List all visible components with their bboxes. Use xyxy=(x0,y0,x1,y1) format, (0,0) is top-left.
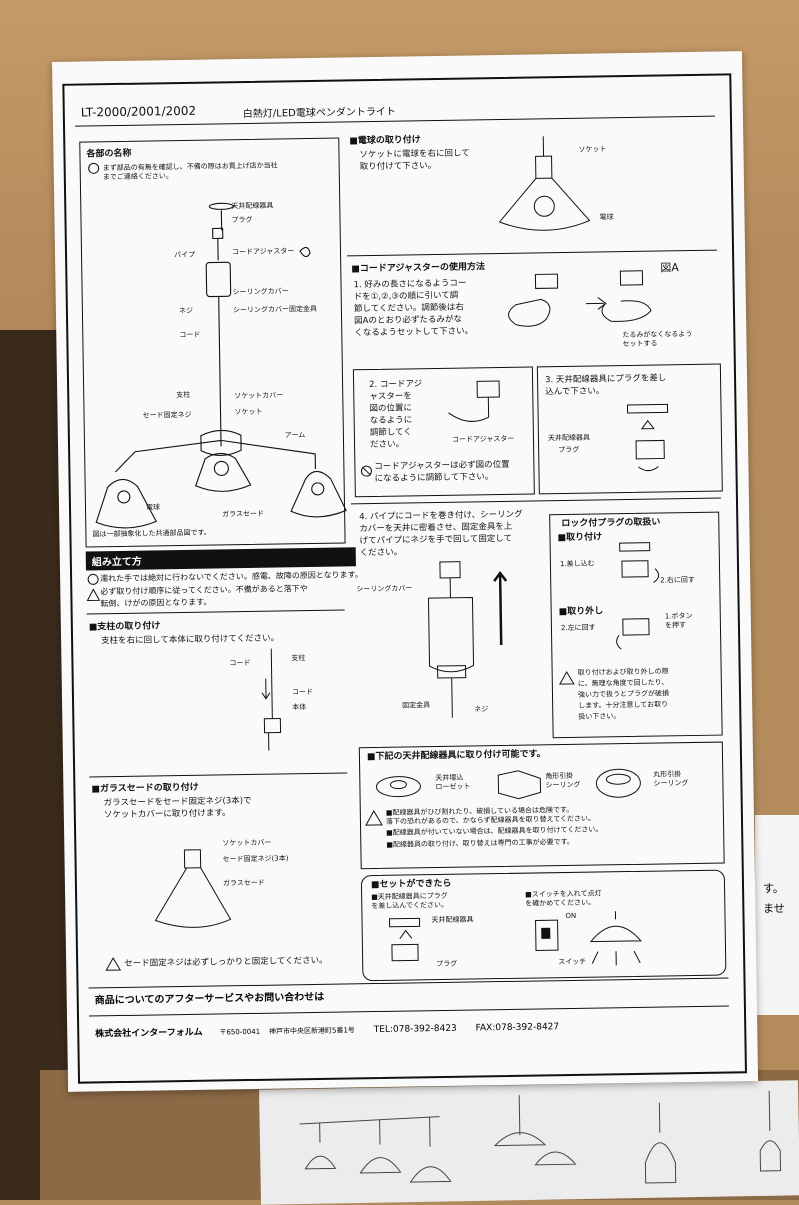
label-code-adjuster: コードアジャスター xyxy=(231,247,295,257)
lock-warning: 取り付けおよび取り外しの際 に、無理な角度で回したり、 強い力で扱うとプラグが破… xyxy=(577,667,670,721)
label-socket: ソケット xyxy=(234,407,263,417)
post-label-body: 本体 xyxy=(292,703,307,712)
parts-section: 各部の名称 まず部品の有無を確認し、不備の際はお買上げ店か当社 までご連絡くださ… xyxy=(79,137,347,548)
lock-attach-step1: 1.差し込む xyxy=(559,559,595,569)
step3-label-fixture: 天井配線器具 xyxy=(547,433,591,443)
adjuster-step2-warning: コードアジャスターは必ず図の位置 になるように調節して下さい。 xyxy=(374,459,510,484)
post-label-post: 支柱 xyxy=(291,654,306,663)
label-screw: ネジ xyxy=(178,306,193,316)
post-label-cord: コード xyxy=(229,658,251,668)
company-name: 株式会社インターフォルム xyxy=(95,1027,203,1040)
adjuster-slack: たるみがなくなるよう セットする xyxy=(622,329,693,349)
warning-icons xyxy=(86,573,101,602)
address: 神戸市中央区新港町5番1号 xyxy=(268,1026,355,1036)
step4-text: 4. パイプにコードを巻き付け、シーリング カバーを天井に密着させ、固定金具を上… xyxy=(359,509,523,559)
bulb-label-socket: ソケット xyxy=(578,145,607,154)
step4-label-screw: ネジ xyxy=(474,705,489,714)
label-pipe: パイプ xyxy=(173,250,196,260)
glass-label-shade: ガラスセード xyxy=(222,878,265,888)
step3-label-plug: プラグ xyxy=(558,445,580,455)
side-sheet-text-2: ませ xyxy=(763,902,785,915)
lamp-illustrations xyxy=(299,1090,782,1184)
adjuster-figure-a: 図A xyxy=(660,261,679,275)
lock-attach-step2: 2.右に回す xyxy=(660,575,695,585)
model-number: LT-2000/2001/2002 xyxy=(80,103,197,120)
label-ceiling-fixture: 天井配線器具 xyxy=(231,201,274,211)
label-shade-screw: セード固定ネジ xyxy=(142,410,192,420)
fixture-label-3: 丸形引掛 シーリング xyxy=(653,770,689,788)
plug-insert-diagram xyxy=(626,403,669,472)
assembly-warning-2: 必ず取り付け順序に従ってください。不備があると落下や 転倒、けがの原因となります… xyxy=(100,584,308,609)
warning-icon xyxy=(105,957,122,971)
label-ceiling-cover-fixing: シーリングカバー固定金具 xyxy=(232,304,317,315)
finish-label-on: ON xyxy=(565,911,577,921)
fixtures-warning-icon xyxy=(365,810,383,826)
adjuster-step2: 2. コードアジ ャスターを 図の位置に なるように 調節してく ださい。 xyxy=(369,379,423,451)
finish-label-switch: スイッチ xyxy=(558,957,587,967)
lock-detach-title: ■取り外し xyxy=(558,606,604,618)
finish-step2: ■スイッチを入れて点灯 を確かめてください。 xyxy=(525,889,602,908)
bulb-label-bulb: 電球 xyxy=(599,213,614,222)
lamp-catalog-sheet xyxy=(259,1080,799,1205)
lock-title: ロック付プラグの取扱い xyxy=(561,517,661,530)
post-label-cord-2: コード xyxy=(291,687,313,697)
adjuster-diagram xyxy=(508,270,652,327)
side-sheet-text-1: す。 xyxy=(763,882,784,895)
glass-label-socket-cover: ソケットカバー xyxy=(222,838,272,848)
pendant-parts-diagram xyxy=(88,162,347,529)
finish-diagram xyxy=(388,911,642,966)
lock-warning-icon xyxy=(558,670,575,685)
instruction-sheet: LT-2000/2001/2002 白熱灯/LED電球ペンダントライト 各部の名… xyxy=(52,51,759,1092)
label-ceiling-cover: シーリングカバー xyxy=(232,287,289,297)
label-cord: コード xyxy=(179,330,201,340)
bulb-diagram xyxy=(498,136,591,231)
finish-label-plug: プラグ xyxy=(436,959,458,969)
step4-label-cover: シーリングカバー xyxy=(356,584,413,594)
telephone: TEL:078-392-8423 xyxy=(373,1023,457,1036)
label-arm: アーム xyxy=(284,431,306,440)
glass-label-screw: セード固定ネジ(3本) xyxy=(222,854,289,864)
post-title: ■支柱の取り付け xyxy=(88,621,161,633)
post-diagram xyxy=(261,648,282,751)
label-plug: プラグ xyxy=(231,215,253,225)
lock-detach-step2: 2.左に回す xyxy=(560,623,596,633)
glass-body: ガラスセードをセード固定ネジ(3本)で ソケットカバーに取り付けます。 xyxy=(103,795,252,821)
label-glass-shade: ガラスセード xyxy=(222,509,265,519)
bulb-body: ソケットに電球を右に回して 取り付けて下さい。 xyxy=(359,148,470,173)
finish-title: ■セットができたら xyxy=(370,878,452,891)
adjuster-position-diagram xyxy=(448,380,500,422)
finish-step1: ■天井配線器具にプラグ を差し込んでください。 xyxy=(371,891,449,911)
lock-attach-title: ■取り付け xyxy=(557,532,603,544)
lock-detach-step1: 1.ボタン を押す xyxy=(664,612,693,630)
lock-plug-diagram xyxy=(616,542,660,650)
fixture-label-2: 角形引掛 シーリング xyxy=(545,771,581,790)
fixtures-note-1: ■配線器具がひび割れたり、破損している場合は危険です。 落下の恐れがあるので、か… xyxy=(385,805,596,826)
glass-shade-diagram xyxy=(154,849,232,928)
postal-code: 〒650-0041 xyxy=(219,1027,261,1037)
label-post: 支柱 xyxy=(176,390,191,400)
adjuster-step2-label: コードアジャスター xyxy=(451,434,515,444)
bulb-title: ■電球の取り付け xyxy=(349,135,421,147)
prohibited-icon xyxy=(88,162,100,174)
label-socket-cover: ソケットカバー xyxy=(234,391,284,401)
label-bulb: 電球 xyxy=(145,503,161,512)
fixture-icons xyxy=(375,768,641,800)
step4-label-fixing: 固定金具 xyxy=(402,701,431,710)
side-sheet: す。 ませ xyxy=(755,815,799,1015)
fax: FAX:078-392-8427 xyxy=(475,1022,560,1034)
fixture-label-1: 天井埋込 ローゼット xyxy=(435,773,471,792)
adjuster-step1: 1. 好みの長さになるようコー ドを①,②,③の順に引いて調 節してください。調… xyxy=(353,278,474,339)
ceiling-cover-diagram xyxy=(427,561,508,718)
adjuster-title: ■コードアジャスターの使用方法 xyxy=(351,262,486,275)
finish-label-fixture: 天井配線器具 xyxy=(431,915,474,925)
product-name: 白熱灯/LED電球ペンダントライト xyxy=(242,106,396,121)
glass-title: ■ガラスセードの取り付け xyxy=(91,782,199,795)
adjuster-step3: 3. 天井配線器具にプラグを差し 込んで下さい。 xyxy=(544,373,667,398)
parts-caption: 図は一部抽象化した共通部品図です。 xyxy=(92,528,211,539)
prohibited-icon-2 xyxy=(360,465,372,477)
